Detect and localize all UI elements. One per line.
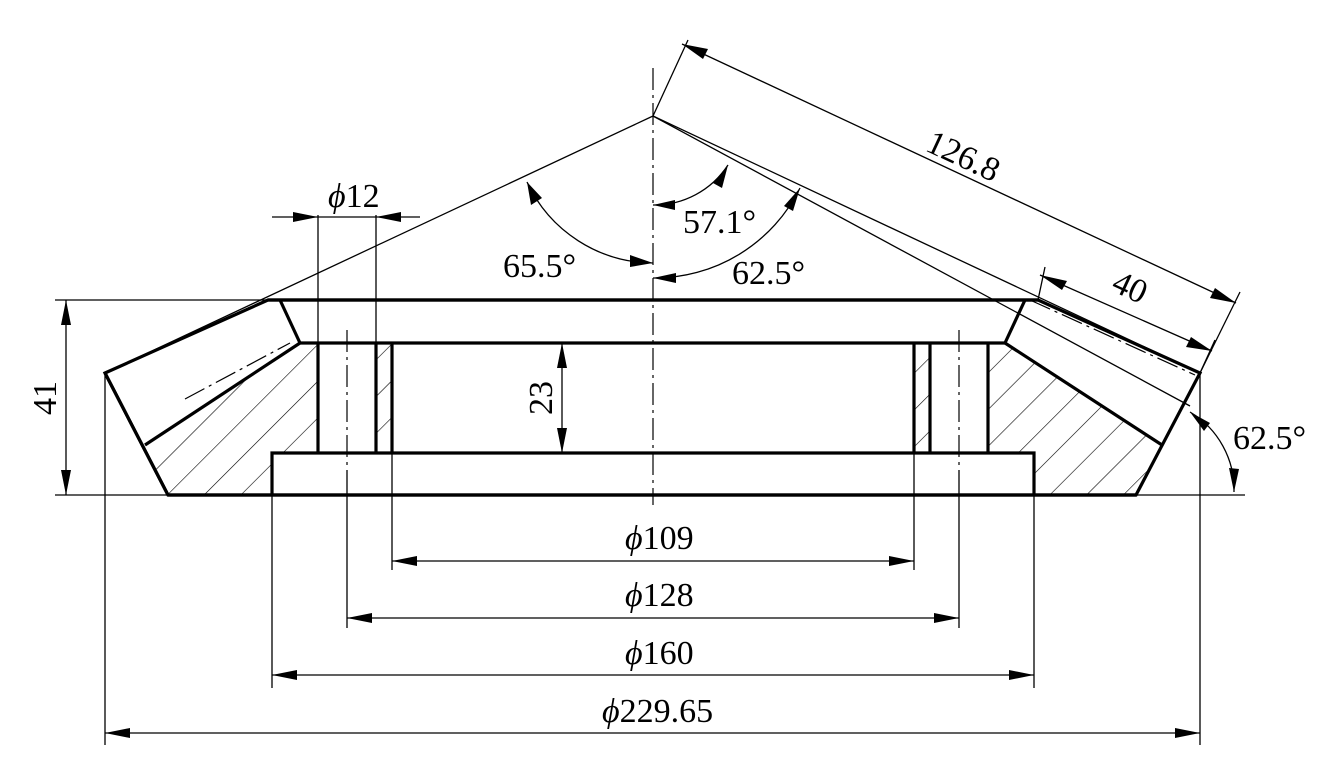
left-tooth-centerline bbox=[184, 342, 291, 400]
dim-phi12-label: ϕ12 bbox=[328, 178, 380, 215]
extension-lines bbox=[55, 39, 1245, 745]
left-front-face bbox=[278, 299, 302, 344]
hub-step bbox=[270, 451, 1036, 495]
right-front-face bbox=[1003, 299, 1027, 344]
left-root-line bbox=[144, 341, 301, 447]
dim-phi128-label: ϕ128 bbox=[625, 577, 694, 614]
right-tooth-centerline bbox=[1029, 299, 1196, 376]
dim-phi229-label: ϕ229.65 bbox=[602, 693, 713, 730]
angle-625-right-label: 62.5° bbox=[1233, 420, 1306, 457]
hatch-right-web bbox=[988, 343, 1162, 495]
left-cone-line bbox=[104, 115, 654, 374]
center-lines bbox=[184, 68, 1196, 505]
section-hatching bbox=[145, 343, 1162, 495]
dim-41-label: 41 bbox=[27, 381, 64, 415]
angle-655-label: 65.5° bbox=[503, 248, 576, 285]
dim-phi160-label: ϕ160 bbox=[625, 635, 694, 672]
hatch-right-ring bbox=[914, 343, 930, 453]
dim-23-label: 23 bbox=[523, 381, 560, 415]
right-root-line bbox=[1004, 341, 1163, 447]
dim-126-label: 126.8 bbox=[921, 124, 1006, 190]
dim-phi109-label: ϕ109 bbox=[625, 520, 694, 557]
phi-symbol: ϕ bbox=[328, 178, 346, 215]
dimension-lines bbox=[61, 43, 1239, 738]
root-cone-line bbox=[652, 115, 1191, 407]
angle-625-top-label: 62.5° bbox=[732, 255, 805, 292]
hatch-left-web bbox=[145, 343, 318, 495]
angle-571-label: 57.1° bbox=[683, 204, 756, 241]
hatch-left-ring bbox=[376, 343, 392, 453]
dimension-texts: 41 23 ϕ12 ϕ109 ϕ128 ϕ160 ϕ229.65 126.8 4… bbox=[27, 124, 1306, 730]
left-back-face bbox=[103, 372, 170, 496]
dim-40-label: 40 bbox=[1107, 264, 1153, 312]
